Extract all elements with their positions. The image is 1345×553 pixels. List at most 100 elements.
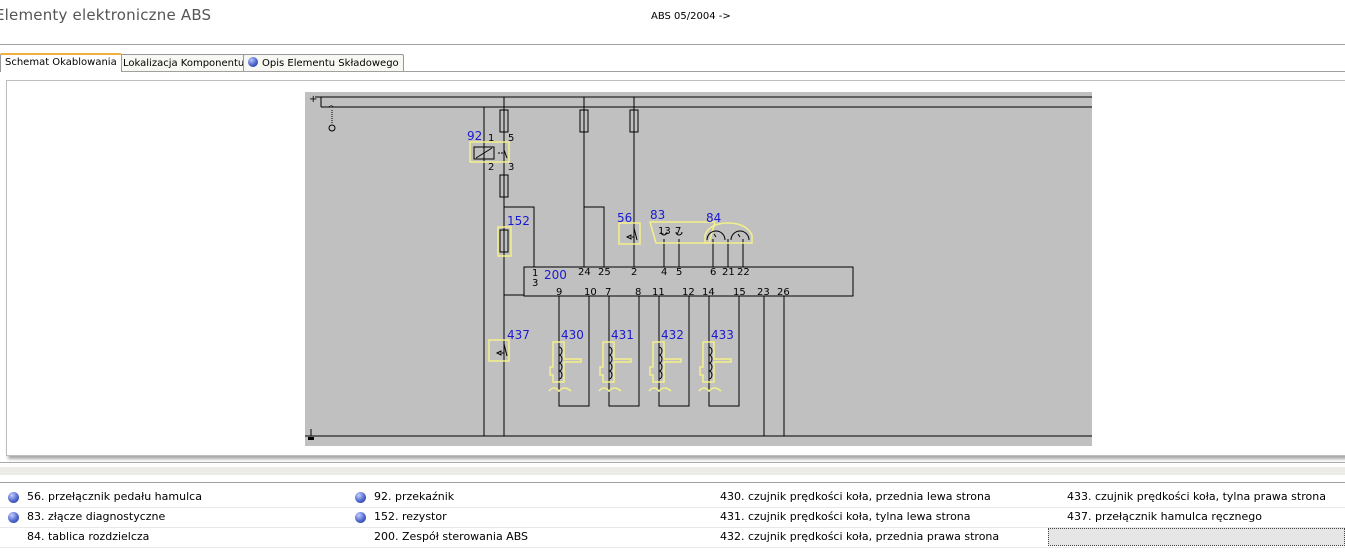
fuse-icon <box>499 174 509 198</box>
switch-437-outline[interactable] <box>488 339 510 362</box>
resistor-152-outline[interactable] <box>497 226 512 257</box>
ecu-pin: 6 <box>710 267 716 278</box>
legend-text: 433. czujnik prędkości koła, tylna prawa… <box>1067 490 1326 503</box>
component-label-433[interactable]: 433 <box>711 328 734 342</box>
tab-component-description[interactable]: Opis Elementu Składowego <box>243 54 404 71</box>
ecu-pin: 23 <box>757 287 770 298</box>
legend-text: 200. Zespół sterowania ABS <box>374 530 529 543</box>
ecu-pin: 1 <box>532 268 538 279</box>
ecu-pin: 3 <box>532 278 538 289</box>
tab-wiring-diagram[interactable]: Schemat Okablowania <box>0 53 122 72</box>
ignition-key-icon <box>328 124 336 132</box>
fuse-icon <box>579 109 589 133</box>
component-label-83[interactable]: 83 <box>650 208 665 222</box>
relay-contact-icon <box>498 149 508 159</box>
component-label-84[interactable]: 84 <box>706 211 721 225</box>
pin-label: 13 <box>658 226 671 237</box>
legend-item-84[interactable]: 84. tablica rozdzielcza <box>27 527 149 547</box>
legend-text: 152. rezystor <box>374 510 447 523</box>
ecu-pin: 9 <box>556 287 562 298</box>
legend-row: 83. złącze diagnostyczne 152. rezystor 4… <box>0 507 1345 528</box>
legend-item-56[interactable]: 56. przełącznik pedału hamulca <box>8 487 202 507</box>
resistor-icon <box>499 229 509 253</box>
ecu-pin: 12 <box>682 287 695 298</box>
ecu-pin: 2 <box>631 267 637 278</box>
tab-label: Opis Elementu Składowego <box>262 58 399 69</box>
tab-label: Schemat Okablowania <box>5 57 117 68</box>
wheel-sensor-431-icon[interactable] <box>598 341 632 393</box>
component-label-92[interactable]: 92 <box>467 129 482 143</box>
ecu-pin: 26 <box>777 287 790 298</box>
legend-text: 437. przełącznik hamulca ręcznego <box>1067 510 1262 523</box>
component-label-431[interactable]: 431 <box>611 328 634 342</box>
splitter-handle[interactable] <box>0 467 1345 475</box>
switch-56-outline[interactable] <box>618 222 641 245</box>
component-label-430[interactable]: 430 <box>561 328 584 342</box>
ecu-pin: 15 <box>733 287 746 298</box>
relay-coil-icon <box>473 146 495 160</box>
ecu-pin: 22 <box>737 267 750 278</box>
pin-label: 5 <box>508 133 514 144</box>
divider <box>0 44 1345 45</box>
ecu-pin: 7 <box>605 287 611 298</box>
model-range-label: ABS 05/2004 -> <box>651 11 731 22</box>
component-label-437[interactable]: 437 <box>507 328 530 342</box>
legend-item-432[interactable]: 432. czujnik prędkości koła, przednia pr… <box>720 527 999 547</box>
ecu-pin: 24 <box>578 267 591 278</box>
divider <box>0 71 1345 72</box>
legend-row: 84. tablica rozdzielcza 200. Zespół ster… <box>0 527 1345 548</box>
legend-text: 92. przekaźnik <box>374 490 455 503</box>
brake-switch-icon <box>625 227 638 241</box>
info-icon[interactable] <box>355 512 366 523</box>
legend-item-433[interactable]: 433. czujnik prędkości koła, tylna prawa… <box>1067 487 1326 507</box>
wheel-sensor-433-icon[interactable] <box>698 341 732 393</box>
divider <box>0 482 1345 483</box>
info-icon[interactable] <box>8 492 19 503</box>
legend-text: 83. złącze diagnostyczne <box>27 510 166 523</box>
pin-label: 3 <box>508 162 514 173</box>
legend-text: 56. przełącznik pedału hamulca <box>27 490 202 503</box>
fuse-icon <box>499 109 509 133</box>
component-label-56[interactable]: 56 <box>617 211 632 225</box>
tab-bar: Schemat Okablowania Lokalizacja Komponen… <box>0 53 1345 72</box>
info-icon[interactable] <box>8 512 19 523</box>
component-label-200[interactable]: 200 <box>544 268 567 282</box>
legend-item-431[interactable]: 431. czujnik prędkości koła, tylna lewa … <box>720 507 971 527</box>
supply-label: + <box>309 94 317 105</box>
info-icon[interactable] <box>355 492 366 503</box>
tab-component-location[interactable]: Lokalizacja Komponentu <box>118 54 250 71</box>
pin-label: 7 <box>675 226 681 237</box>
component-label-152[interactable]: 152 <box>507 214 530 228</box>
legend-text: 430. czujnik prędkości koła, przednia le… <box>720 490 991 503</box>
tab-label: Lokalizacja Komponentu <box>123 58 245 69</box>
legend-item-437[interactable]: 437. przełącznik hamulca ręcznego <box>1067 507 1262 527</box>
wheel-sensor-432-icon[interactable] <box>648 341 682 393</box>
wire <box>504 206 535 267</box>
ecu-pin: 14 <box>702 287 715 298</box>
legend-item-152[interactable]: 152. rezystor <box>355 507 447 527</box>
legend-text: 84. tablica rozdzielcza <box>27 530 150 543</box>
wiring-diagram-svg: + 92 1 5 2 3 152 56 83 13 7 84 200 1 3 2… <box>305 94 1092 440</box>
relay-92-outline[interactable] <box>469 141 510 163</box>
legend-empty-cell[interactable] <box>1048 528 1345 546</box>
ecu-pin: 25 <box>598 267 611 278</box>
ecu-pin: 21 <box>722 267 735 278</box>
ground-icon <box>308 437 314 440</box>
wiring-diagram[interactable]: + 92 1 5 2 3 152 56 83 13 7 84 200 1 3 2… <box>305 92 1092 446</box>
legend-item-83[interactable]: 83. złącze diagnostyczne <box>8 507 166 527</box>
handbrake-switch-icon <box>495 343 508 357</box>
fuse-icon <box>629 109 639 133</box>
legend-text: 431. czujnik prędkości koła, tylna lewa … <box>720 510 971 523</box>
legend-item-200[interactable]: 200. Zespół sterowania ABS <box>374 527 528 547</box>
legend-item-430[interactable]: 430. czujnik prędkości koła, przednia le… <box>720 487 991 507</box>
wheel-sensor-430-icon[interactable] <box>548 341 582 393</box>
ecu-pin: 11 <box>652 287 665 298</box>
ignition-switch-icon <box>328 105 334 124</box>
component-label-432[interactable]: 432 <box>661 328 684 342</box>
divider <box>0 462 1345 463</box>
legend-item-92[interactable]: 92. przekaźnik <box>355 487 455 507</box>
legend-row: 56. przełącznik pedału hamulca 92. przek… <box>0 487 1345 508</box>
pin-label: 2 <box>488 162 494 173</box>
ecu-pin: 5 <box>676 267 682 278</box>
dashboard-84-outline[interactable] <box>704 222 753 244</box>
